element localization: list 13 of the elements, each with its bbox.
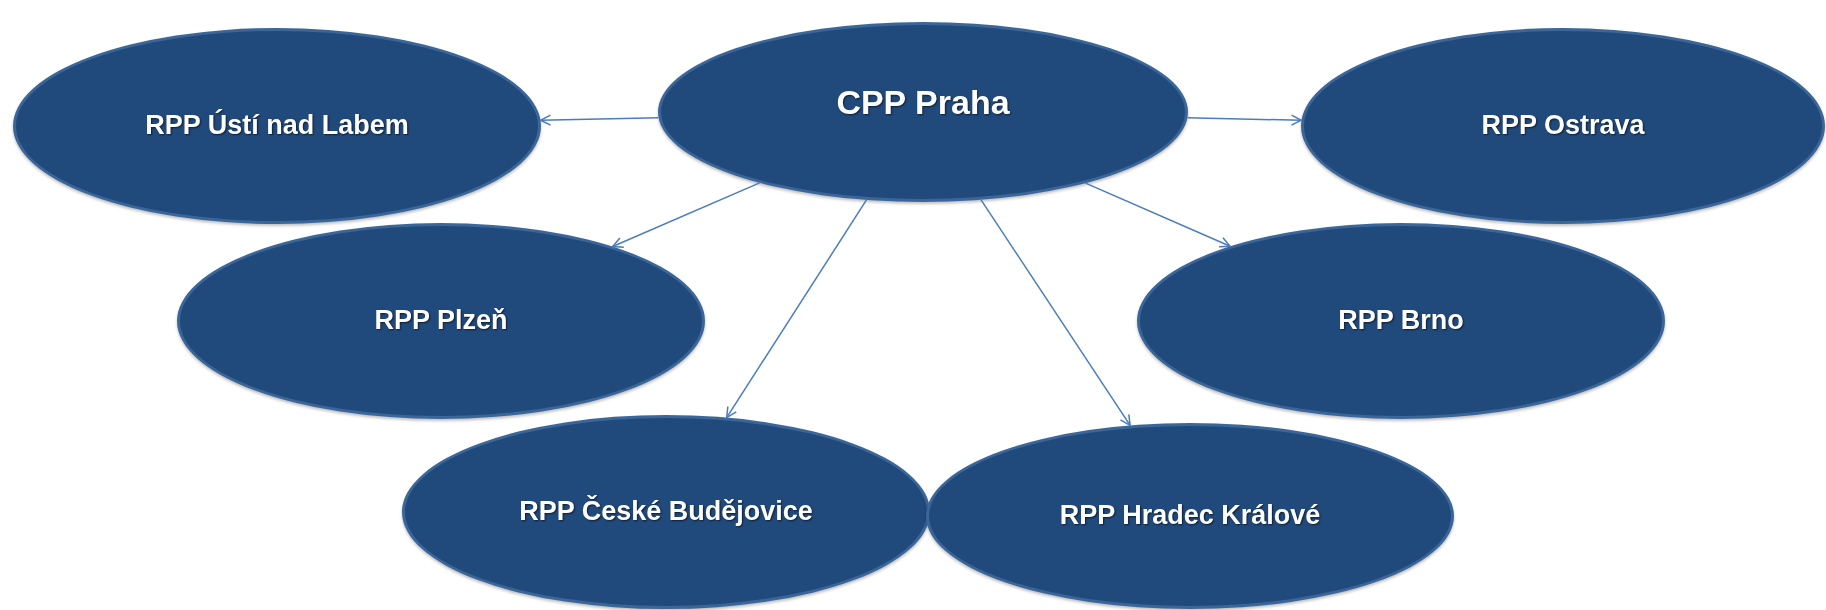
- arrow: [980, 199, 1131, 427]
- arrow: [539, 114, 660, 126]
- node-label: RPP Hradec Králové: [1059, 499, 1321, 533]
- node-label: RPP Brno: [1338, 304, 1464, 338]
- node-label: RPP Ústí nad Labem: [145, 109, 409, 143]
- arrow: [611, 182, 761, 248]
- node-label: RPP České Budějovice: [519, 495, 813, 529]
- arrow: [725, 199, 868, 419]
- node-label: RPP Plzeň: [374, 304, 508, 338]
- arrow: [1186, 114, 1303, 126]
- arrow: [1084, 182, 1231, 248]
- node-label: CPP Praha: [836, 81, 1010, 123]
- node-label: RPP Ostrava: [1481, 109, 1645, 143]
